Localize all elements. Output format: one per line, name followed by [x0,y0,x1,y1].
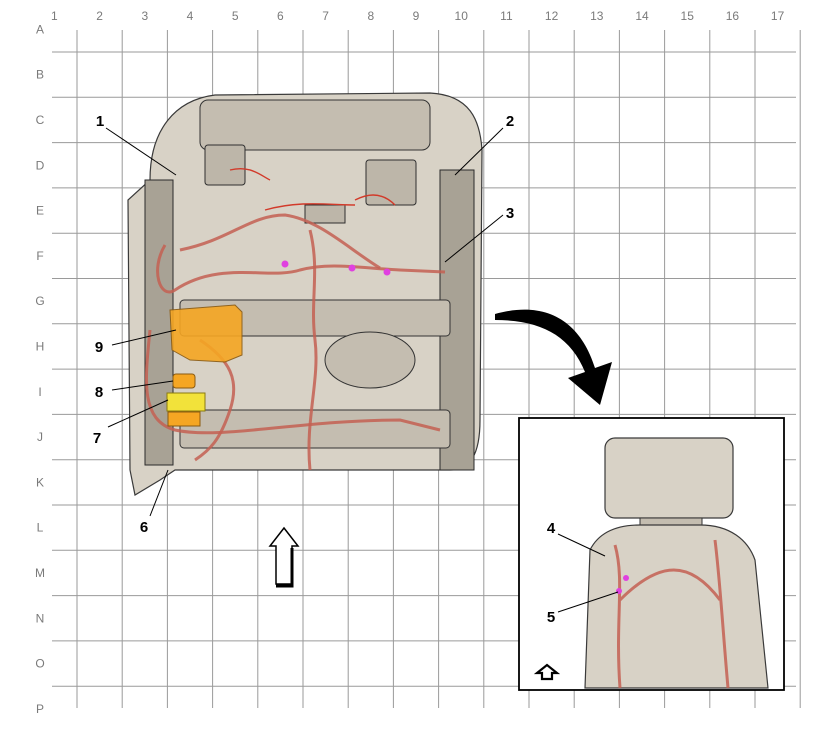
grid-column-label: 13 [590,9,604,23]
callout-4: 4 [547,520,556,537]
grid-row-label: C [36,113,45,127]
grid-row-label: D [36,158,45,172]
seat-rear-view [127,92,483,496]
seat-upper-cover [199,99,431,151]
callout-2: 2 [506,113,514,130]
grid-column-label: 4 [187,9,194,23]
grid-column-label: 7 [322,9,329,23]
grid-row-label: N [36,611,45,625]
callout-1: 1 [96,113,104,130]
callout-5: 5 [547,609,555,626]
connector-magenta [383,268,391,276]
connector-magenta [616,588,622,594]
upper-bracket [204,144,246,186]
grid-column-label: 14 [635,9,649,23]
callout-3: 3 [506,205,514,222]
wire-harness [307,229,318,471]
grid-row-label: J [37,430,43,444]
grid-row-label: M [35,566,45,580]
grid-column-label: 11 [500,9,513,23]
grid-row-label: O [35,657,44,671]
grid-row-label: E [36,204,44,218]
module-yellow [166,392,206,412]
connector-magenta [348,264,356,272]
module-orange-lower [167,411,201,427]
module-orange [169,304,243,363]
wire-harness [179,213,381,270]
callout-8: 8 [95,384,103,401]
lower-frame [179,409,451,449]
grid-row-label: B [36,68,44,82]
headrest [604,437,734,519]
grid-row-label: G [35,294,44,308]
curved-arrow-icon [495,309,612,405]
grid-row-label: F [36,249,43,263]
lumbar-motor [324,331,416,389]
grid-row-label: I [38,385,41,399]
grid-column-label: 1 [51,9,58,23]
grid-row-label: A [36,22,44,36]
callout-9: 9 [95,339,103,356]
wire-harness [144,329,441,435]
up-arrow-shadow [276,548,294,588]
inset-backrest [584,524,769,689]
inset-view [518,417,785,691]
grid-row-label: H [36,339,45,353]
grid-row-label: K [36,475,44,489]
inset-up-arrow-outline-icon [533,663,561,681]
grid-column-label: 16 [726,9,740,23]
inset-wire-harness [613,539,730,689]
grid-row-label: L [37,521,44,535]
grid-column-label: 3 [141,9,148,23]
grid-column-label: 5 [232,9,239,23]
wire-harness-thin [229,168,396,211]
connector-block [304,204,346,224]
callout-6: 6 [140,519,148,536]
grid-column-label: 2 [96,9,103,23]
grid-column-label: 17 [771,9,785,23]
grid-column-label: 9 [413,9,420,23]
grid-column-label: 12 [545,9,559,23]
grid-row-labels: A B C D E F G H I J K L M N O P [35,22,45,716]
callout-leaders [105,127,619,613]
grid-column-label: 10 [455,9,469,23]
up-arrow-outline-icon [268,526,300,585]
connector-magenta [623,575,629,581]
grid-column-label: 8 [367,9,374,23]
grid-column-label: 15 [681,9,695,23]
control-module [365,159,417,206]
connector-magenta [281,260,289,268]
callout-7: 7 [93,430,101,447]
grid-column-label: 6 [277,9,284,23]
grid-row-label: P [36,702,44,716]
module-orange-small [172,373,196,389]
